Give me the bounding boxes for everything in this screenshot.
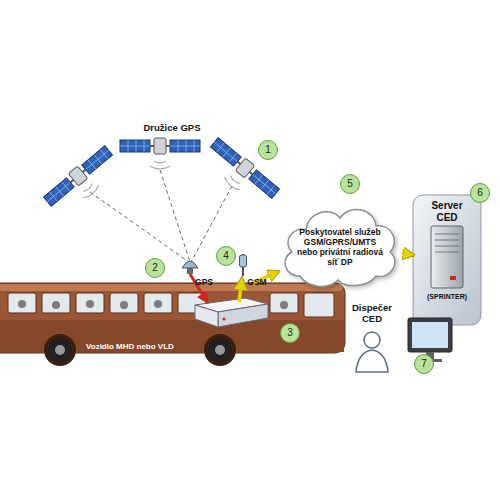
illustration-part bbox=[450, 276, 456, 280]
satellite-signal-lines bbox=[90, 170, 232, 262]
gps-satellite bbox=[120, 138, 200, 169]
illustration-part bbox=[431, 226, 463, 288]
server-illustration bbox=[413, 195, 481, 325]
network-cloud: Poskytovatel služeb GSM/GPRS/UMTS nebo p… bbox=[278, 198, 402, 290]
illustration-part bbox=[195, 305, 218, 327]
illustration-part bbox=[356, 350, 388, 372]
illustration-part bbox=[55, 345, 65, 355]
illustration-part bbox=[240, 255, 247, 267]
illustration-part bbox=[413, 195, 481, 325]
satellite-caption: Družice GPS bbox=[143, 122, 200, 133]
callout-number: 1 bbox=[258, 140, 278, 160]
server-panel: Server CED (SPRINTER) bbox=[413, 195, 481, 325]
illustration-part bbox=[48, 338, 72, 362]
dispatcher-illustration bbox=[356, 318, 452, 372]
illustration-part bbox=[223, 318, 226, 321]
illustration-part bbox=[304, 293, 334, 317]
illustration-part bbox=[270, 293, 298, 313]
node-heading: Dispečer CED bbox=[346, 302, 398, 325]
illustration-part bbox=[435, 234, 459, 252]
data-link-arrow bbox=[402, 253, 413, 255]
callout-number: 4 bbox=[216, 246, 236, 266]
vehicle: Vozidlo MHD nebo VLD bbox=[0, 283, 345, 355]
node-heading: Vozidlo MHD nebo VLD bbox=[86, 342, 174, 352]
illustration-part bbox=[182, 261, 198, 268]
gps-satellite bbox=[42, 144, 123, 219]
illustration-part bbox=[44, 334, 76, 366]
illustration-part bbox=[144, 293, 172, 313]
illustration-part bbox=[412, 322, 448, 348]
illustration-part bbox=[0, 284, 343, 291]
callout-number: 7 bbox=[414, 354, 434, 374]
antenna-label: GSM bbox=[247, 277, 266, 287]
bus-illustration bbox=[0, 283, 345, 366]
illustration-part bbox=[204, 334, 236, 366]
illustration-part bbox=[86, 300, 94, 308]
node-text: (SPRINTER) bbox=[427, 293, 467, 301]
callout-number: 3 bbox=[280, 323, 300, 343]
illustration-part bbox=[52, 301, 60, 309]
gps-antenna bbox=[182, 261, 198, 274]
illustration-part bbox=[208, 338, 232, 362]
gps-satellite bbox=[200, 136, 281, 211]
illustration-part bbox=[408, 318, 452, 352]
illustration-part bbox=[215, 345, 225, 355]
cloud-shape bbox=[285, 210, 395, 287]
illustration-part bbox=[110, 293, 138, 313]
callout-number: 5 bbox=[340, 174, 360, 194]
antenna-label: GPS bbox=[195, 277, 213, 287]
dispatcher: Dispečer CED bbox=[342, 298, 402, 328]
callout-number: 2 bbox=[145, 258, 165, 278]
illustration-part bbox=[160, 170, 190, 262]
illustration-part bbox=[8, 293, 36, 313]
illustration-part bbox=[76, 293, 104, 313]
illustration-part bbox=[90, 192, 189, 262]
illustration-part bbox=[364, 332, 380, 348]
illustration-part bbox=[18, 300, 26, 308]
gsm-antenna bbox=[240, 254, 247, 276]
illustration-part bbox=[120, 301, 128, 309]
node-heading: Server CED bbox=[425, 200, 469, 224]
node-heading: Poskytovatel služeb GSM/GPRS/UMTS nebo p… bbox=[294, 227, 386, 268]
illustration-part bbox=[42, 293, 70, 313]
illustration-part bbox=[8, 293, 334, 317]
callout-number: 6 bbox=[470, 183, 490, 203]
data-arrow bbox=[239, 279, 242, 302]
illustration-part bbox=[154, 300, 162, 308]
illustration-part bbox=[218, 304, 268, 327]
illustration-part bbox=[280, 301, 288, 309]
